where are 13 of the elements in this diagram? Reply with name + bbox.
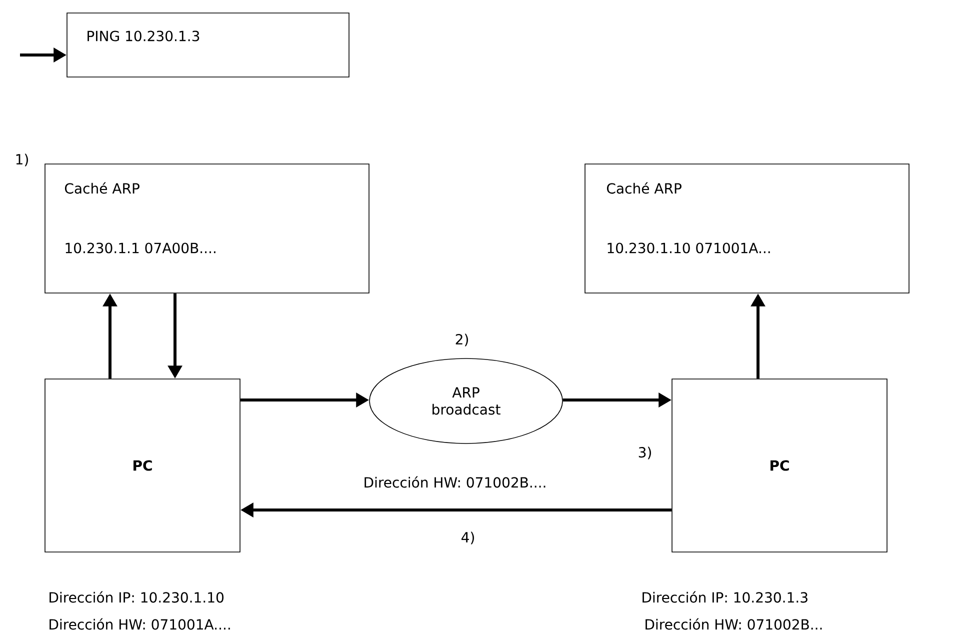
pc-box: PC	[672, 378, 888, 552]
process-box: PING 10.230.1.3	[66, 12, 350, 78]
step-number: 1)	[16, 154, 28, 166]
step-number: 3)	[638, 446, 651, 460]
pc-box: PC	[44, 378, 240, 552]
address-text: Dirección HW: 071002B...	[646, 618, 822, 630]
process-box: Caché ARP 10.230.1.1 07A00B....	[44, 164, 370, 294]
address-text: Dirección IP: 10.230.1.10	[50, 591, 224, 603]
step-number: 4)	[462, 532, 474, 544]
address-text: Dirección HW: 071001A....	[50, 618, 230, 630]
process-box: Caché ARP 10.230.1.10 071001A...	[584, 164, 910, 294]
address-text: Dirección IP: 10.230.1.3	[642, 591, 808, 603]
edge-label: Dirección HW: 071002B....	[362, 475, 548, 489]
